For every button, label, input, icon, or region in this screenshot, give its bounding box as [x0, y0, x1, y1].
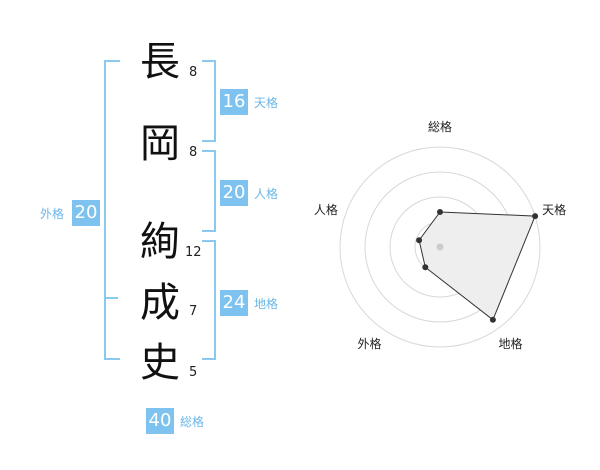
jinkaku-label: 人格	[254, 187, 279, 201]
radar-point-3	[489, 316, 496, 323]
radar-score-area	[418, 211, 536, 321]
stroke-count-3: 12	[185, 245, 202, 260]
chikaku-label: 地格	[254, 297, 279, 311]
name-char-2: 岡	[140, 121, 180, 167]
stroke-count-4: 7	[189, 304, 198, 319]
name-char-5: 史	[140, 340, 180, 386]
gaikaku-bracket	[104, 60, 120, 360]
tenkaku-bracket	[202, 60, 216, 142]
radar-axis-label-3: 地格	[499, 336, 523, 351]
jinkaku-value: 20	[220, 180, 248, 206]
radar-point-1	[437, 209, 443, 215]
radar-axis-label-4: 外格	[357, 336, 381, 351]
radar-axis-label-1: 総格	[428, 119, 452, 134]
soukaku-label: 総格	[180, 415, 205, 429]
radar-center-dot	[436, 243, 444, 251]
tenkaku-label: 天格	[254, 96, 279, 110]
radar-point-2	[532, 213, 539, 220]
name-char-3: 絢	[140, 219, 180, 265]
name-char-4: 成	[140, 280, 180, 326]
radar-point-4	[422, 264, 429, 271]
gaikaku-label: 外格	[40, 207, 65, 221]
name-char-1: 長	[140, 39, 180, 85]
stroke-count-5: 5	[189, 365, 198, 380]
soukaku-value: 40	[146, 408, 174, 434]
chikaku-bracket	[202, 240, 216, 360]
radar-axis-label-5: 人格	[314, 202, 338, 217]
jinkaku-bracket	[202, 150, 216, 232]
radar-point-5	[416, 237, 423, 244]
radar-grid-ring-4	[339, 146, 541, 348]
tenkaku-value: 16	[220, 89, 248, 115]
stroke-count-1: 8	[189, 65, 198, 80]
gaikaku-divider	[104, 297, 118, 299]
gaikaku-value: 20	[72, 200, 100, 226]
stroke-count-2: 8	[189, 145, 198, 160]
chikaku-value: 24	[220, 290, 248, 316]
radar-axis-label-2: 天格	[542, 202, 566, 217]
